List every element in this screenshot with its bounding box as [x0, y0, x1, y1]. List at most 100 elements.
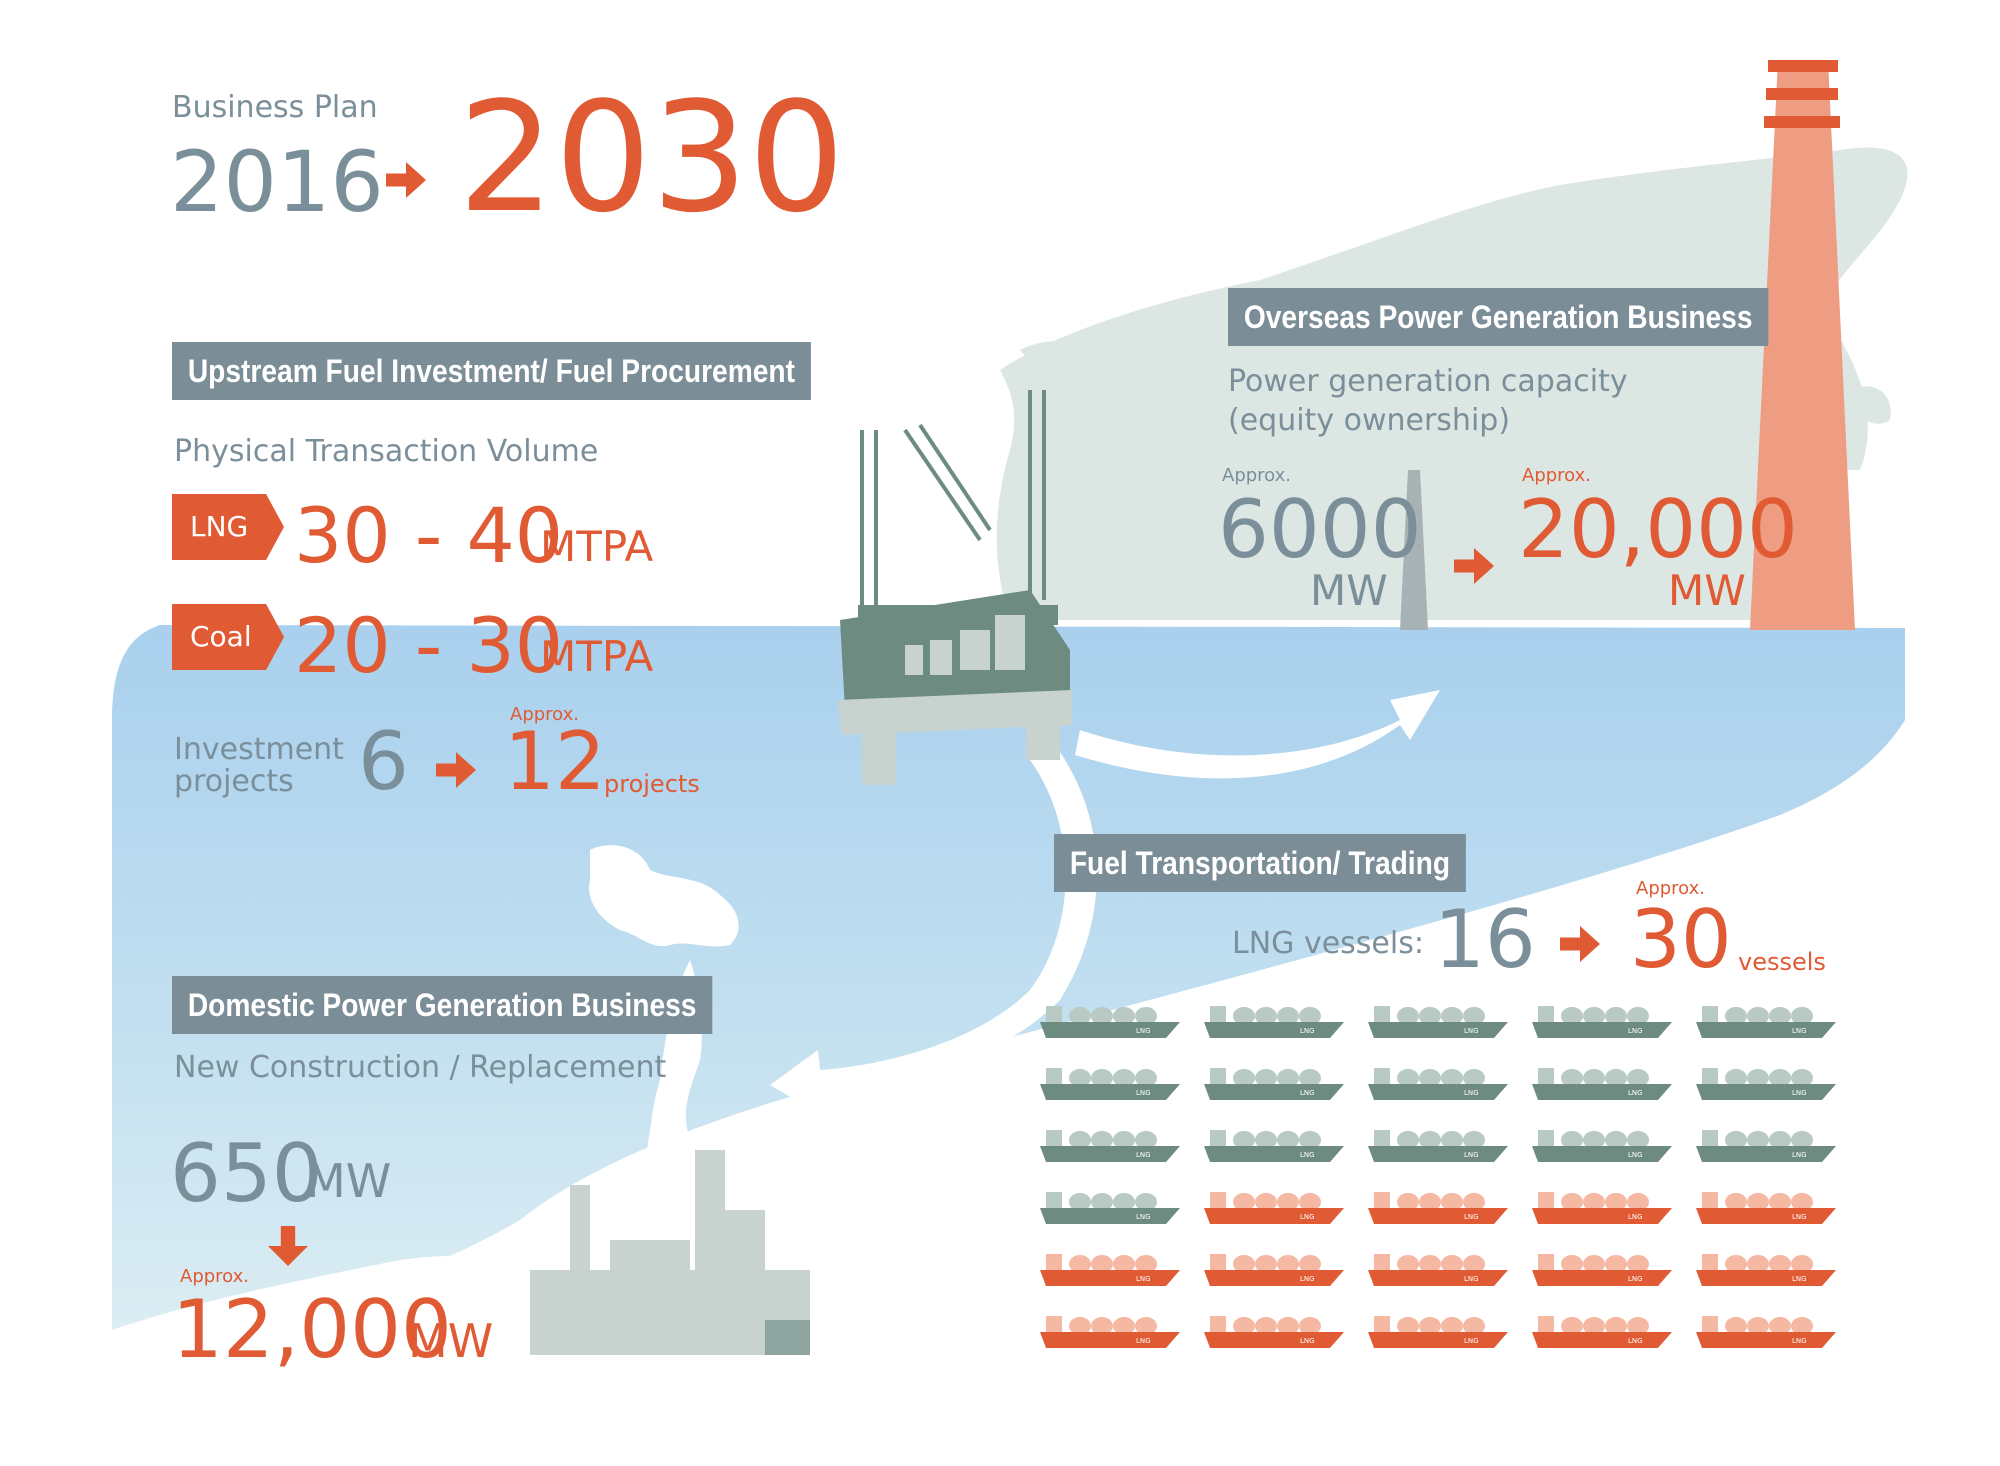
- lng-vessel-icon: LNG: [1696, 1130, 1836, 1162]
- business-plan-label: Business Plan: [172, 90, 378, 125]
- vessel-hull-label: LNG: [1136, 1027, 1151, 1035]
- lng-vessel-icon: LNG: [1040, 1068, 1180, 1100]
- vessel-hull-label: LNG: [1792, 1089, 1807, 1097]
- small-chimney-illustration: [1400, 470, 1428, 630]
- world-map-land: [996, 147, 1908, 620]
- lng-vessel-icon: LNG: [1532, 1192, 1672, 1224]
- overseas-to-approx: Approx.: [1522, 465, 1592, 486]
- transport-section-header: Fuel Transportation/ Trading: [1054, 834, 1466, 892]
- lng-vessel-icon: LNG: [1040, 1130, 1180, 1162]
- lng-vessel-icon: LNG: [1368, 1068, 1508, 1100]
- vessel-hull-label: LNG: [1628, 1213, 1643, 1221]
- lng-vessel-icon: LNG: [1368, 1130, 1508, 1162]
- investment-from: 6: [358, 715, 409, 808]
- vessel-hull-label: LNG: [1792, 1027, 1807, 1035]
- lng-vessel-icon: LNG: [1532, 1316, 1672, 1348]
- vessels-from: 16: [1434, 893, 1536, 986]
- vessel-hull-label: LNG: [1792, 1213, 1807, 1221]
- domestic-from-unit: MW: [306, 1154, 392, 1208]
- vessel-hull-label: LNG: [1628, 1027, 1643, 1035]
- investment-approx: Approx.: [510, 704, 580, 725]
- investment-label-line1: Investment: [174, 732, 344, 767]
- vessel-hull-label: LNG: [1300, 1027, 1315, 1035]
- vessel-hull-label: LNG: [1136, 1089, 1151, 1097]
- sea: [112, 625, 1905, 1330]
- lng-volume: 30 - 40: [294, 491, 564, 580]
- from-year: 2016: [170, 133, 384, 231]
- flow-arrows: [770, 690, 1440, 1115]
- lng-vessel-icon: LNG: [1696, 1254, 1836, 1286]
- vessel-hull-label: LNG: [1136, 1337, 1151, 1345]
- investment-label-line2: projects: [174, 763, 294, 799]
- lng-vessel-icon: LNG: [1368, 1006, 1508, 1038]
- vessel-hull-label: LNG: [1464, 1213, 1479, 1221]
- lng-vessel-icon: LNG: [1532, 1068, 1672, 1100]
- vessel-hull-label: LNG: [1300, 1275, 1315, 1283]
- vessel-hull-label: LNG: [1464, 1337, 1479, 1345]
- overseas-from-value: 6000: [1218, 483, 1422, 576]
- lng-vessel-icon: LNG: [1368, 1316, 1508, 1348]
- lng-vessel-icon: LNG: [1532, 1254, 1672, 1286]
- vessels-approx: Approx.: [1636, 878, 1706, 899]
- vessel-hull-label: LNG: [1464, 1027, 1479, 1035]
- lng-vessel-icon: LNG: [1040, 1316, 1180, 1348]
- lng-vessel-icon: LNG: [1204, 1192, 1344, 1224]
- overseas-from-approx: Approx.: [1222, 465, 1292, 486]
- lng-vessel-icon: LNG: [1040, 1192, 1180, 1224]
- lng-vessels-label: LNG vessels:: [1232, 926, 1424, 961]
- coal-tag: Coal: [172, 604, 284, 670]
- lng-vessel-icon: LNG: [1532, 1006, 1672, 1038]
- vessel-hull-label: LNG: [1628, 1151, 1643, 1159]
- vessel-grid: LNG LNG LNG LNG LNG LNG LNG LNG LNG LNG LNG LNG LNG L…: [1040, 1006, 1836, 1348]
- lng-vessel-icon: LNG: [1368, 1254, 1508, 1286]
- vessels-to: 30: [1630, 893, 1732, 986]
- vessel-hull-label: LNG: [1136, 1151, 1151, 1159]
- vessel-hull-label: LNG: [1792, 1337, 1807, 1345]
- overseas-capacity-label: Power generation capacity (equity owners…: [1228, 362, 1628, 440]
- lng-vessel-icon: LNG: [1368, 1192, 1508, 1224]
- lng-vessel-icon: LNG: [1204, 1006, 1344, 1038]
- domestic-to-unit: MW: [408, 1314, 494, 1368]
- domestic-to-value: 12,000: [172, 1283, 452, 1376]
- lng-vessel-icon: LNG: [1204, 1254, 1344, 1286]
- vessel-hull-label: LNG: [1792, 1151, 1807, 1159]
- big-chimney-illustration: [1750, 60, 1855, 630]
- vessel-hull-label: LNG: [1792, 1275, 1807, 1283]
- vessel-hull-label: LNG: [1300, 1213, 1315, 1221]
- vessel-hull-label: LNG: [1136, 1213, 1151, 1221]
- lng-vessel-icon: LNG: [1696, 1006, 1836, 1038]
- lng-vessel-icon: LNG: [1532, 1130, 1672, 1162]
- vessel-hull-label: LNG: [1300, 1337, 1315, 1345]
- lng-tag: LNG: [172, 494, 284, 560]
- investment-projects-label: Investment projects: [174, 734, 344, 797]
- vessel-hull-label: LNG: [1628, 1089, 1643, 1097]
- lng-vessel-icon: LNG: [1040, 1254, 1180, 1286]
- overseas-from-unit: MW: [1310, 566, 1388, 615]
- vessel-hull-label: LNG: [1300, 1089, 1315, 1097]
- vessel-hull-label: LNG: [1300, 1151, 1315, 1159]
- oil-rig-illustration: [838, 390, 1072, 785]
- lng-vessel-icon: LNG: [1696, 1316, 1836, 1348]
- investment-to: 12: [504, 715, 606, 808]
- overseas-to-unit: MW: [1668, 566, 1746, 615]
- domestic-approx: Approx.: [180, 1266, 250, 1287]
- investment-unit: projects: [604, 770, 700, 798]
- vessel-hull-label: LNG: [1464, 1275, 1479, 1283]
- vessel-hull-label: LNG: [1464, 1151, 1479, 1159]
- target-year: 2030: [458, 69, 845, 246]
- lng-vessel-icon: LNG: [1204, 1316, 1344, 1348]
- lng-vessel-icon: LNG: [1204, 1068, 1344, 1100]
- overseas-label-line2: (equity ownership): [1228, 403, 1511, 438]
- vessel-hull-label: LNG: [1628, 1337, 1643, 1345]
- upstream-section-header: Upstream Fuel Investment/ Fuel Procureme…: [172, 342, 811, 400]
- domestic-construction-label: New Construction / Replacement: [174, 1050, 667, 1085]
- domestic-power-plant-illustration: [530, 1150, 810, 1355]
- overseas-to-value: 20,000: [1518, 483, 1798, 576]
- physical-transaction-label: Physical Transaction Volume: [174, 434, 599, 469]
- domestic-section-header: Domestic Power Generation Business: [172, 976, 713, 1034]
- vessel-hull-label: LNG: [1136, 1275, 1151, 1283]
- overseas-section-header: Overseas Power Generation Business: [1228, 288, 1769, 346]
- vessel-hull-label: LNG: [1628, 1275, 1643, 1283]
